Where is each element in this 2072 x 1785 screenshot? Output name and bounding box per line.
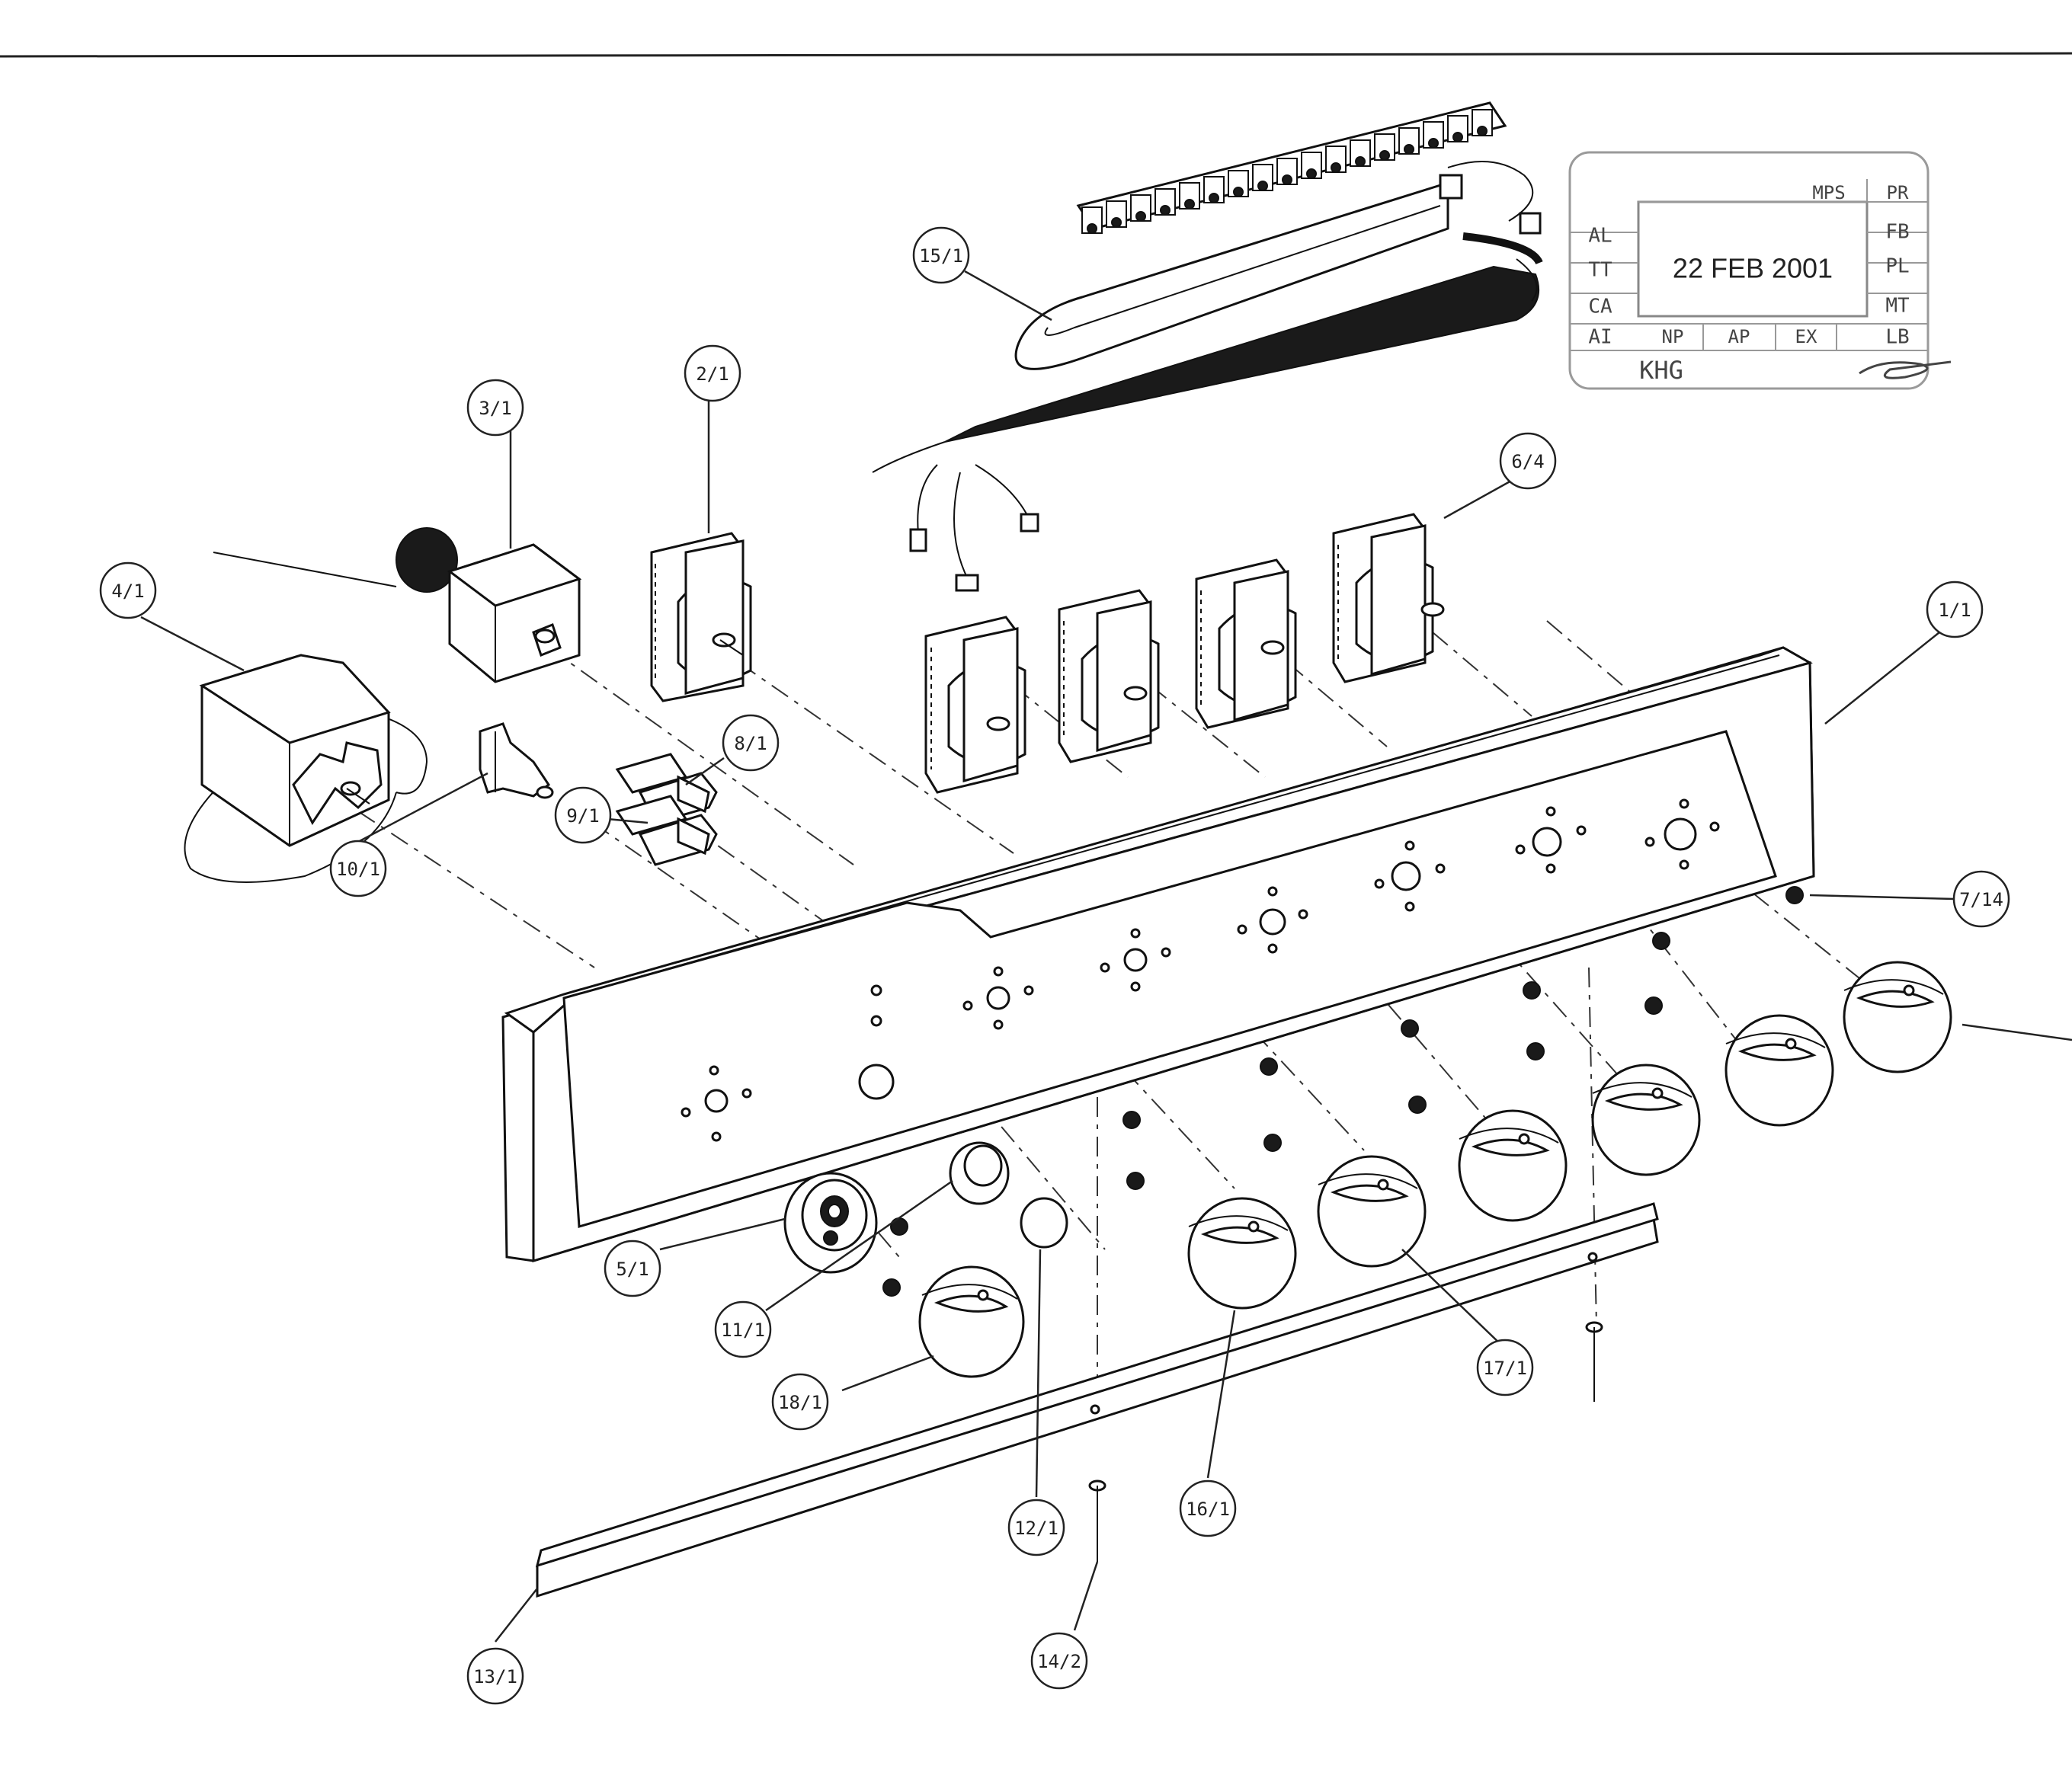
stamp-code-np: NP — [1662, 326, 1684, 347]
svg-text:14/2: 14/2 — [1037, 1651, 1081, 1672]
svg-text:8/1: 8/1 — [734, 733, 767, 754]
part-7-14-screws — [882, 886, 1804, 1297]
callout-5-1: 5/1 — [604, 1240, 661, 1297]
part-16-1-knob-4 — [1591, 1064, 1701, 1176]
callout-3-1: 3/1 — [466, 379, 524, 437]
callout-7-14: 7/14 — [1952, 870, 2010, 928]
svg-text:5/1: 5/1 — [616, 1259, 649, 1280]
svg-text:13/1: 13/1 — [473, 1666, 517, 1687]
stamp-code-tt: TT — [1588, 259, 1612, 282]
callout-11-1: 11/1 — [714, 1300, 772, 1358]
svg-text:18/1: 18/1 — [778, 1392, 822, 1413]
svg-text:10/1: 10/1 — [336, 859, 380, 880]
stamp-code-ai: AI — [1588, 326, 1612, 349]
part-6-4-regulator-3 — [1195, 558, 1297, 729]
part-10-1-switch — [479, 722, 554, 799]
callout-1-1: 1/1 — [1926, 581, 1984, 638]
callout-6-4: 6/4 — [1499, 432, 1557, 490]
svg-text:4/1: 4/1 — [111, 581, 144, 602]
stamp-code-mt: MT — [1885, 295, 1910, 318]
callout-15-1: 15/1 — [912, 226, 970, 284]
control-knobs — [918, 961, 1952, 1378]
svg-text:11/1: 11/1 — [721, 1320, 765, 1341]
stamp-code-fb: FB — [1885, 221, 1909, 244]
svg-text:1/1: 1/1 — [1938, 600, 1971, 621]
stamp-date: 22 FEB 2001 — [1673, 253, 1833, 284]
top-border-line — [0, 52, 2072, 58]
terminal-block-strip — [1076, 101, 1507, 234]
stamp-code-mps: MPS — [1812, 182, 1845, 203]
wiring-harness — [872, 101, 1543, 592]
part-4-1-timer-box — [184, 654, 428, 883]
part-6-4-regulator-4 — [1332, 513, 1445, 683]
part-1-1-control-panel — [501, 646, 1815, 1263]
part-16-1-knob-6 — [1843, 961, 1952, 1073]
part-5-1-knob-ring — [783, 1172, 878, 1274]
approval-stamp: 22 FEB 2001 AL TT CA AI FB PL MT LB MPS … — [1568, 151, 1952, 390]
callout-bubbles: 15/1 3/1 2/1 6/4 4/1 1/1 8/1 10/1 9/1 7/… — [99, 226, 2010, 1705]
harness-bundle-upper — [1014, 181, 1449, 370]
part-16-1-knob-1 — [1187, 1197, 1297, 1310]
svg-text:6/4: 6/4 — [1511, 451, 1544, 472]
part-17-1-knob-2 — [1317, 1155, 1427, 1268]
energy-regulators — [650, 513, 1445, 794]
part-13-1-trim-strip — [535, 1202, 1659, 1598]
part-16-1-knob-3 — [1458, 1109, 1568, 1222]
callout-10-1: 10/1 — [329, 840, 387, 897]
svg-text:3/1: 3/1 — [479, 398, 511, 419]
svg-text:15/1: 15/1 — [919, 245, 963, 267]
part-9-1-ignition-switch — [615, 795, 718, 866]
stamp-code-pr: PR — [1887, 182, 1909, 203]
part-12-1-lens — [1020, 1197, 1068, 1249]
svg-text:7/14: 7/14 — [1959, 889, 2003, 910]
stamp-code-ex: EX — [1795, 326, 1817, 347]
part-18-1-knob — [918, 1265, 1025, 1378]
svg-text:2/1: 2/1 — [696, 363, 729, 385]
callout-14-2: 14/2 — [1030, 1632, 1088, 1690]
callout-4-1: 4/1 — [99, 561, 157, 619]
part-11-1-bezel — [949, 1141, 1010, 1205]
callout-17-1: 17/1 — [1476, 1339, 1534, 1396]
part-14-2-rivets — [1088, 1321, 1603, 1562]
panel-holes — [681, 798, 1720, 1142]
callout-16-1: 16/1 — [1179, 1480, 1237, 1537]
callout-13-1: 13/1 — [466, 1647, 524, 1705]
stamp-code-lb: LB — [1885, 326, 1909, 349]
part-6-4-regulator-1 — [924, 616, 1026, 794]
callout-2-1: 2/1 — [684, 344, 741, 402]
callout-8-1: 8/1 — [722, 714, 780, 772]
stamp-code-al: AL — [1588, 225, 1612, 248]
svg-text:12/1: 12/1 — [1014, 1518, 1058, 1539]
part-16-1-knob-5 — [1725, 1014, 1834, 1127]
stamp-signature — [1859, 360, 1952, 379]
part-2-1-regulator — [650, 532, 752, 702]
part-6-4-regulator-2 — [1058, 589, 1160, 763]
svg-text:17/1: 17/1 — [1483, 1358, 1527, 1379]
harness-bundle-lower — [944, 265, 1539, 443]
leader-lines — [140, 270, 2072, 1643]
callout-18-1: 18/1 — [771, 1373, 829, 1431]
stamp-code-ap: AP — [1728, 326, 1750, 347]
stamp-code-ca: CA — [1588, 296, 1612, 318]
callout-9-1: 9/1 — [554, 786, 612, 844]
callout-12-1: 12/1 — [1007, 1499, 1065, 1556]
svg-text:9/1: 9/1 — [566, 805, 599, 827]
stamp-code-pl: PL — [1885, 255, 1909, 278]
part-3-1-thermostat — [213, 527, 582, 683]
svg-text:16/1: 16/1 — [1186, 1499, 1230, 1520]
stamp-initials: KHG — [1639, 356, 1683, 385]
